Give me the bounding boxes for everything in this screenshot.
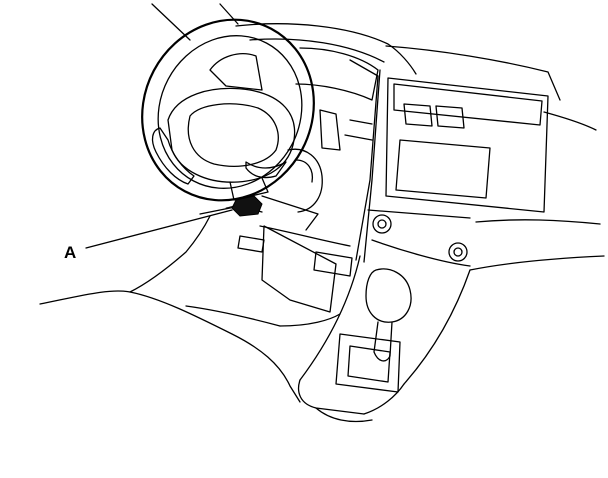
steering-column-lines [151,3,239,41]
connector-a [225,195,263,217]
shift-lever [335,268,412,393]
console-tunnel [297,255,471,423]
dashboard-right [469,111,605,271]
callout-a: A [64,209,233,262]
steering-wheel [141,18,315,202]
knee-panel [237,225,353,313]
callout-a-label: A [64,243,76,262]
center-console [349,59,549,267]
floor-seat-outline [39,215,341,403]
dashboard-upper [235,23,561,151]
